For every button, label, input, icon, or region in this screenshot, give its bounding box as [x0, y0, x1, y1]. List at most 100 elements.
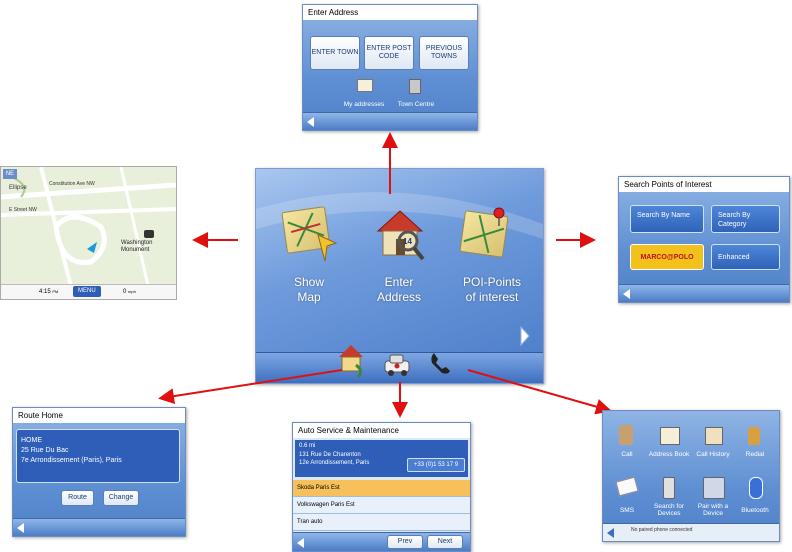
- list-item[interactable]: Volkswagen Paris Est: [293, 497, 470, 514]
- show-map-button[interactable]: Show Map: [274, 206, 344, 317]
- route-home-panel: Route Home HOME 25 Rue Du Bac 7e Arrondi…: [12, 407, 186, 537]
- enter-address-label: Enter Address: [376, 275, 422, 304]
- book-icon: [357, 79, 373, 92]
- phone-item-pair-device[interactable]: Pair with a Device: [693, 477, 733, 521]
- route-home-bottom-bar: [13, 518, 185, 536]
- home-label: HOME: [21, 437, 42, 444]
- phone-item-sms[interactable]: SMS: [609, 476, 645, 521]
- street-ellipse: Ellipse: [9, 185, 27, 191]
- service-address-1: 131 Rue De Charenton: [299, 451, 361, 458]
- main-bottom-bar: [256, 345, 543, 383]
- search-devices-label: Search for Devices: [654, 503, 684, 518]
- back-icon[interactable]: [307, 117, 314, 127]
- poi-map-icon: [459, 210, 509, 258]
- washington-monument-label: Washington Monument: [121, 240, 153, 253]
- street-constitution: Constitution Ave NW: [49, 181, 95, 187]
- map-canvas: [1, 167, 176, 299]
- enter-town-button[interactable]: ENTER TOWN: [310, 36, 360, 70]
- poi-label: POI-Points of interest: [462, 275, 522, 304]
- change-button[interactable]: Change: [103, 490, 139, 506]
- auto-service-panel: Auto Service & Maintenance 0.6 mi 131 Ru…: [292, 422, 471, 552]
- service-address-2: 12e Arrondissement, Paris: [299, 460, 370, 466]
- phone-item-redial[interactable]: Redial: [735, 425, 775, 465]
- prev-button[interactable]: Prev: [387, 535, 423, 549]
- home-city: 7e Arrondissement (Paris), Paris: [21, 457, 122, 464]
- marcopolo-logo: MARCO@POLO: [640, 253, 694, 261]
- call-history-label: Call History: [696, 451, 730, 458]
- svg-text:14: 14: [403, 237, 412, 246]
- enhanced-button[interactable]: Enhanced: [711, 244, 780, 270]
- auto-service-icon[interactable]: [382, 349, 414, 379]
- search-devices-icon: [663, 477, 675, 499]
- list-item[interactable]: Skoda Paris Est: [293, 480, 470, 497]
- time-display: 4:15 PM: [39, 289, 59, 295]
- previous-towns-button[interactable]: PREVIOUS TOWNS: [419, 36, 469, 70]
- phone-item-call-history[interactable]: Call History: [693, 425, 733, 465]
- enter-post-code-button[interactable]: ENTER POST CODE: [364, 36, 414, 70]
- phone-bottom-bar: No paired phone connected: [603, 523, 779, 541]
- next-page-icon[interactable]: [519, 325, 531, 347]
- show-map-label: Show Map: [293, 275, 325, 304]
- main-menu-panel: Show Map 14 Enter Address POI-Points of …: [255, 168, 544, 384]
- back-icon[interactable]: [607, 528, 614, 538]
- route-home-icon[interactable]: [336, 341, 368, 379]
- menu-button[interactable]: MENU: [73, 286, 101, 297]
- phone-number-button[interactable]: +33 (0)1 53 17 9: [407, 458, 465, 472]
- background-swoosh: [256, 192, 543, 239]
- call-icon: [619, 425, 633, 445]
- search-by-category-button[interactable]: Search By Category: [711, 205, 780, 233]
- address-book-label: Address Book: [648, 451, 690, 458]
- poi-search-title: Search Points of Interest: [619, 177, 789, 192]
- bluetooth-label: Bluetooth: [741, 507, 769, 514]
- envelope-icon: [615, 476, 639, 497]
- address-book-icon: [660, 427, 680, 445]
- pin-icon: [493, 207, 505, 226]
- town-centre-label: Town Centre: [397, 101, 435, 108]
- route-button[interactable]: Route: [61, 490, 94, 506]
- list-item[interactable]: Tran auto: [293, 514, 470, 531]
- home-street: 25 Rue Du Bac: [21, 447, 69, 454]
- enter-address-panel: Enter Address ENTER TOWN ENTER POST CODE…: [302, 4, 478, 131]
- enter-address-bottom-bar: [303, 112, 477, 130]
- call-label: Call: [621, 451, 633, 458]
- phone-item-address-book[interactable]: Address Book: [647, 425, 691, 465]
- phone-item-bluetooth[interactable]: Bluetooth: [735, 477, 775, 521]
- back-icon[interactable]: [623, 289, 630, 299]
- speed-display: 0 mph: [123, 289, 136, 295]
- redial-label: Redial: [745, 451, 765, 458]
- service-distance: 0.6 mi: [299, 443, 316, 449]
- search-by-name-button[interactable]: Search By Name: [630, 205, 704, 233]
- poi-bottom-bar: [619, 284, 789, 302]
- redial-icon: [748, 427, 760, 445]
- map-status-bar: 4:15 PM MENU 0 mph: [1, 284, 176, 299]
- pair-device-icon: [703, 477, 725, 499]
- auto-service-title: Auto Service & Maintenance: [293, 423, 470, 438]
- phone-menu-panel: Call Address Book Call History Redial SM…: [602, 410, 780, 542]
- back-icon[interactable]: [297, 538, 304, 548]
- street-e: E Street NW: [9, 207, 37, 213]
- sms-label: SMS: [619, 507, 635, 514]
- marcopolo-button[interactable]: MARCO@POLO: [630, 244, 704, 270]
- poi-search-panel: Search Points of Interest Search By Name…: [618, 176, 790, 303]
- phone-item-search-devices[interactable]: Search for Devices: [647, 477, 691, 521]
- phone-item-call[interactable]: Call: [609, 425, 645, 465]
- compass-badge: NE: [3, 169, 17, 179]
- monument-icon: [144, 230, 154, 238]
- map-icon: [281, 206, 331, 254]
- home-address-box: HOME 25 Rue Du Bac 7e Arrondissement (Pa…: [16, 429, 180, 483]
- back-icon[interactable]: [17, 523, 24, 533]
- building-icon: [409, 79, 421, 94]
- bluetooth-icon: [749, 477, 763, 499]
- poi-button[interactable]: POI-Points of interest: [452, 207, 532, 317]
- pair-device-label: Pair with a Device: [697, 503, 729, 518]
- next-button[interactable]: Next: [427, 535, 463, 549]
- auto-service-bottom-bar: Prev Next: [293, 532, 470, 551]
- cursor-arrow-icon: [317, 234, 338, 262]
- enter-address-button[interactable]: 14 Enter Address: [364, 207, 434, 317]
- map-view-panel: NE Ellipse Constitution Ave NW E Street …: [0, 166, 177, 300]
- route-home-title: Route Home: [13, 408, 185, 423]
- selected-service-box: 0.6 mi 131 Rue De Charenton 12e Arrondis…: [295, 440, 468, 477]
- phone-icon[interactable]: [428, 349, 454, 377]
- call-history-icon: [705, 427, 723, 445]
- enter-address-title: Enter Address: [303, 5, 477, 20]
